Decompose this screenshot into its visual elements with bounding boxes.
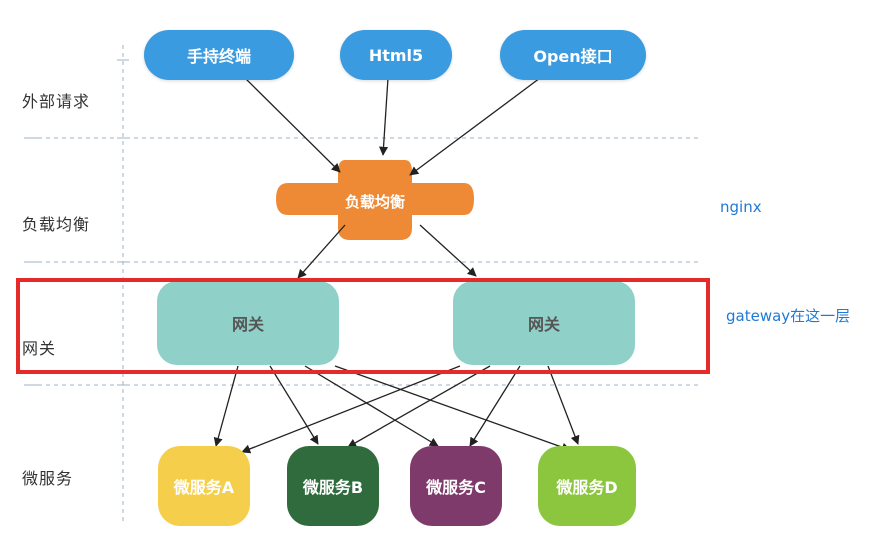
service-node-d: 微服务D: [538, 446, 636, 526]
load-balancer-label: 负载均衡: [344, 192, 405, 211]
gateway-layer-highlight: [16, 278, 710, 374]
client-node-mobile: 手持终端: [144, 30, 294, 80]
layer-label-gateway: 网关: [22, 339, 57, 358]
layer-label-load-balance: 负载均衡: [22, 215, 91, 234]
service-node-b: 微服务B: [287, 446, 379, 526]
load-balancer-shape: [276, 160, 474, 240]
client-node-html5: Html5: [340, 30, 452, 80]
service-node-a: 微服务A: [158, 446, 250, 526]
service-node-c: 微服务C: [410, 446, 502, 526]
note-nginx: nginx: [720, 198, 762, 216]
lb-arrows: [297, 224, 477, 279]
gateway-node-1: 网关: [157, 281, 339, 365]
client-arrows: [244, 77, 541, 176]
gateway-node-2: 网关: [453, 281, 635, 365]
layer-label-services: 微服务: [22, 469, 74, 488]
axis-ticks: [24, 59, 129, 386]
note-gateway: gateway在这一层: [726, 307, 851, 325]
layer-label-external: 外部请求: [22, 92, 91, 111]
gateway-arrows: [213, 365, 580, 454]
client-node-open-api: Open接口: [500, 30, 646, 80]
